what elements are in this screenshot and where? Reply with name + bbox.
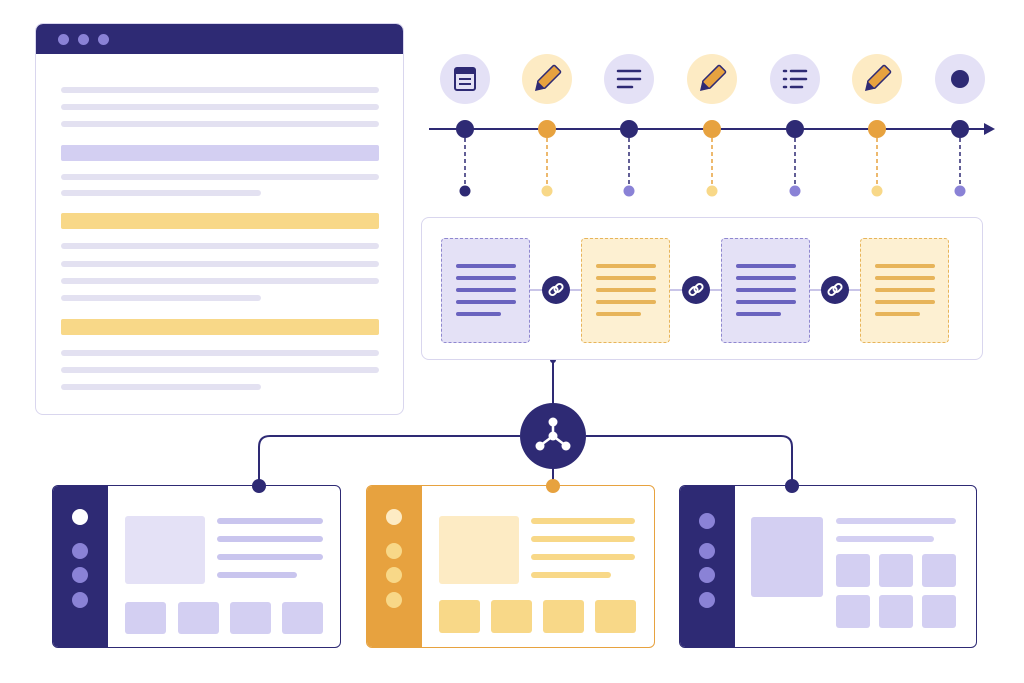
text-line <box>61 295 261 301</box>
highlight-purple <box>61 145 379 161</box>
text-line <box>61 278 379 284</box>
window-dot[interactable] <box>78 34 89 45</box>
sidebar-item[interactable] <box>386 567 402 583</box>
timeline-step[interactable] <box>522 54 572 197</box>
image-placeholder <box>125 516 205 584</box>
image-placeholder <box>439 516 519 584</box>
tile[interactable] <box>230 602 271 634</box>
connector-line <box>586 435 793 486</box>
tile[interactable] <box>879 554 913 587</box>
timeline-node <box>538 120 556 138</box>
connector-line <box>258 435 520 486</box>
highlight-yellow <box>61 213 379 229</box>
linked-card[interactable] <box>581 238 670 343</box>
timeline-node <box>456 120 474 138</box>
sidebar-item[interactable] <box>72 509 88 525</box>
timeline-step[interactable] <box>440 54 490 197</box>
timeline-node <box>786 120 804 138</box>
highlight-yellow <box>61 319 379 335</box>
timeline-step[interactable] <box>935 54 985 197</box>
sidebar-item[interactable] <box>72 567 88 583</box>
document-window <box>35 23 404 415</box>
document-titlebar <box>36 24 403 54</box>
tile[interactable] <box>282 602 323 634</box>
tile[interactable] <box>836 595 870 628</box>
pencil-icon <box>699 64 727 92</box>
connection-dot <box>546 479 560 493</box>
circle-dot-icon <box>951 70 969 88</box>
sidebar-item[interactable] <box>386 509 402 525</box>
tile[interactable] <box>595 600 636 633</box>
sidebar-item[interactable] <box>386 592 402 608</box>
timeline-step[interactable] <box>770 54 820 197</box>
link-icon[interactable] <box>821 276 849 304</box>
list-icon <box>782 69 808 89</box>
image-placeholder <box>751 517 823 597</box>
text-line <box>61 384 261 390</box>
sidebar-item[interactable] <box>72 592 88 608</box>
timeline-node <box>868 120 886 138</box>
linked-card[interactable] <box>721 238 810 343</box>
tile[interactable] <box>836 554 870 587</box>
connection-dot <box>785 479 799 493</box>
timeline-step[interactable] <box>687 54 737 197</box>
sidebar-item[interactable] <box>699 543 715 559</box>
tile[interactable] <box>125 602 166 634</box>
timeline-arrowhead <box>984 123 995 135</box>
sidebar-item[interactable] <box>386 543 402 559</box>
sidebar-item[interactable] <box>699 592 715 608</box>
text-line <box>61 243 379 249</box>
text-lines-icon <box>616 69 642 89</box>
window-dot[interactable] <box>98 34 109 45</box>
window-dot[interactable] <box>58 34 69 45</box>
linked-cards-panel <box>421 217 983 360</box>
linked-card[interactable] <box>441 238 530 343</box>
pencil-icon <box>864 64 892 92</box>
text-line <box>61 87 379 93</box>
tile[interactable] <box>178 602 219 634</box>
timeline-node <box>620 120 638 138</box>
document-icon <box>454 67 476 91</box>
text-line <box>61 104 379 110</box>
tile[interactable] <box>922 595 956 628</box>
connection-dot <box>252 479 266 493</box>
hub-node[interactable] <box>520 403 586 469</box>
tile[interactable] <box>491 600 532 633</box>
tile[interactable] <box>543 600 584 633</box>
text-line <box>61 174 379 180</box>
sidebar-item[interactable] <box>699 513 715 529</box>
timeline-step[interactable] <box>852 54 902 197</box>
text-line <box>61 121 379 127</box>
text-line <box>61 367 379 373</box>
app-window[interactable] <box>679 485 977 648</box>
share-network-icon <box>535 417 571 451</box>
text-line <box>61 190 261 196</box>
timeline-step[interactable] <box>604 54 654 197</box>
timeline-node <box>703 120 721 138</box>
text-line <box>61 350 379 356</box>
link-icon[interactable] <box>682 276 710 304</box>
app-sidebar <box>680 486 735 647</box>
tile[interactable] <box>439 600 480 633</box>
link-icon[interactable] <box>542 276 570 304</box>
linked-card[interactable] <box>860 238 949 343</box>
tile[interactable] <box>879 595 913 628</box>
timeline-node <box>951 120 969 138</box>
app-sidebar <box>53 486 108 647</box>
app-window[interactable] <box>366 485 655 648</box>
text-line <box>61 261 379 267</box>
app-window[interactable] <box>52 485 341 648</box>
sidebar-item[interactable] <box>699 567 715 583</box>
tile[interactable] <box>922 554 956 587</box>
pencil-icon <box>534 64 562 92</box>
sidebar-item[interactable] <box>72 543 88 559</box>
app-sidebar <box>367 486 422 647</box>
